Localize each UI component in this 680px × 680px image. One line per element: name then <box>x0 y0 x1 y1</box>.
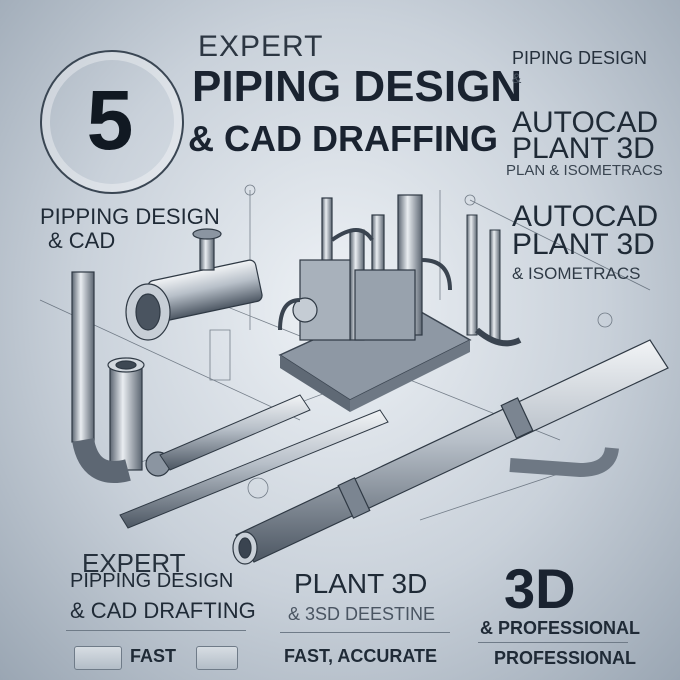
right-amp-label: & <box>512 70 522 86</box>
bottom-left-plaque-2 <box>196 646 238 670</box>
badge-ring <box>40 50 184 194</box>
left-piping-label: PIPPING DESIGN <box>40 204 220 229</box>
bottom-fast-accurate-label: FAST, ACCURATE <box>284 646 437 666</box>
bottom-plant3d-label: PLANT 3D <box>294 568 428 599</box>
right-plant3d-label: PLANT 3D <box>512 132 655 165</box>
bottom-left-plaque <box>74 646 122 670</box>
page-title: PIPING DESIGN <box>192 62 523 111</box>
right-autocad-label-2: AUTOCAD <box>512 200 659 233</box>
header-expert: EXPERT <box>198 30 324 63</box>
bottom-middle-divider <box>280 632 450 633</box>
left-cad-label: & CAD <box>48 228 116 253</box>
right-piping-label: PIPING DESIGN <box>512 48 648 68</box>
bottom-3d-label: 3D <box>504 557 576 620</box>
bottom-cad-drafting-label: & CAD DRAFTING <box>70 598 256 623</box>
bottom-piping-label: PIPPING DESIGN <box>70 570 234 592</box>
right-isometrics-label: & ISOMETRACS <box>512 264 641 283</box>
bottom-fast-label: FAST <box>130 646 177 666</box>
badge-number: 5 <box>86 73 134 167</box>
right-autocad-label: AUTOCAD <box>512 106 659 139</box>
bottom-expert-label: EXPERT <box>82 548 186 578</box>
bottom-3sd-label: & 3SD DEESTINE <box>288 604 436 624</box>
right-plant3d-label-2: PLANT 3D <box>512 228 655 261</box>
bottom-right-divider <box>478 642 628 643</box>
bottom-professional-label-2: PROFESSIONAL <box>494 648 637 668</box>
bottom-professional-label: & PROFESSIONAL <box>480 618 641 638</box>
bottom-left-divider <box>66 630 246 631</box>
right-plan-isometrics-label: PLAN & ISOMETRACS <box>506 162 663 179</box>
page-subtitle: & CAD DRAFFING <box>188 118 498 159</box>
